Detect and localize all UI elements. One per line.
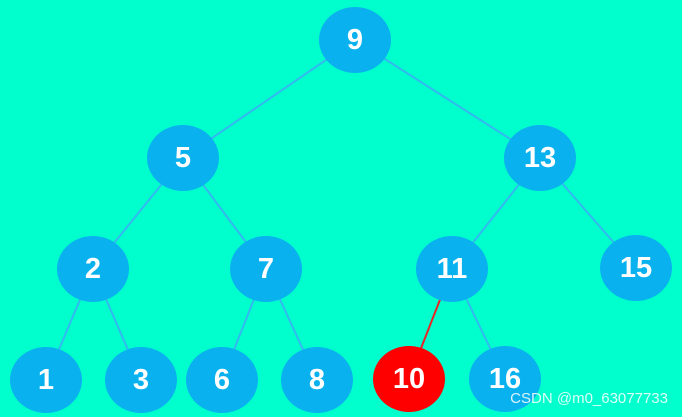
node-label: 11	[437, 253, 468, 285]
tree-node-1: 1	[10, 347, 82, 413]
node-circle	[186, 347, 258, 413]
tree-node-13: 13	[504, 125, 576, 191]
node-label: 1	[38, 364, 54, 396]
tree-node-5: 5	[147, 125, 219, 191]
tree-node-10-highlighted: 10	[373, 346, 445, 412]
node-circle	[504, 125, 576, 191]
node-label: 15	[620, 252, 652, 284]
node-circle	[469, 346, 541, 412]
node-circle	[230, 236, 302, 302]
tree-node-9: 9	[319, 7, 391, 73]
node-label: 3	[133, 364, 149, 396]
tree-node-3: 3	[105, 347, 177, 413]
node-circle	[105, 347, 177, 413]
node-label: 2	[85, 253, 101, 285]
node-circle	[319, 7, 391, 73]
tree-node-8: 8	[281, 347, 353, 413]
node-label: 6	[214, 364, 230, 396]
tree-node-11: 11	[416, 236, 488, 302]
tree-node-6: 6	[186, 347, 258, 413]
node-label: 7	[258, 253, 274, 285]
node-circle	[10, 347, 82, 413]
tree-node-16: 16	[469, 346, 541, 412]
node-circle	[281, 347, 353, 413]
node-circle	[416, 236, 488, 302]
tree-node-15: 15	[600, 235, 672, 301]
node-label: 10	[393, 363, 425, 395]
edge-n9-n13	[354, 39, 541, 159]
tree-node-7: 7	[230, 236, 302, 302]
tree-node-2: 2	[57, 236, 129, 302]
node-circle	[600, 235, 672, 301]
node-label: 8	[309, 364, 325, 396]
node-label: 5	[175, 142, 191, 174]
node-label: 9	[347, 24, 363, 56]
node-circle	[57, 236, 129, 302]
node-label: 13	[524, 142, 556, 174]
node-label: 16	[489, 363, 521, 395]
node-circle	[373, 346, 445, 412]
node-circle	[147, 125, 219, 191]
